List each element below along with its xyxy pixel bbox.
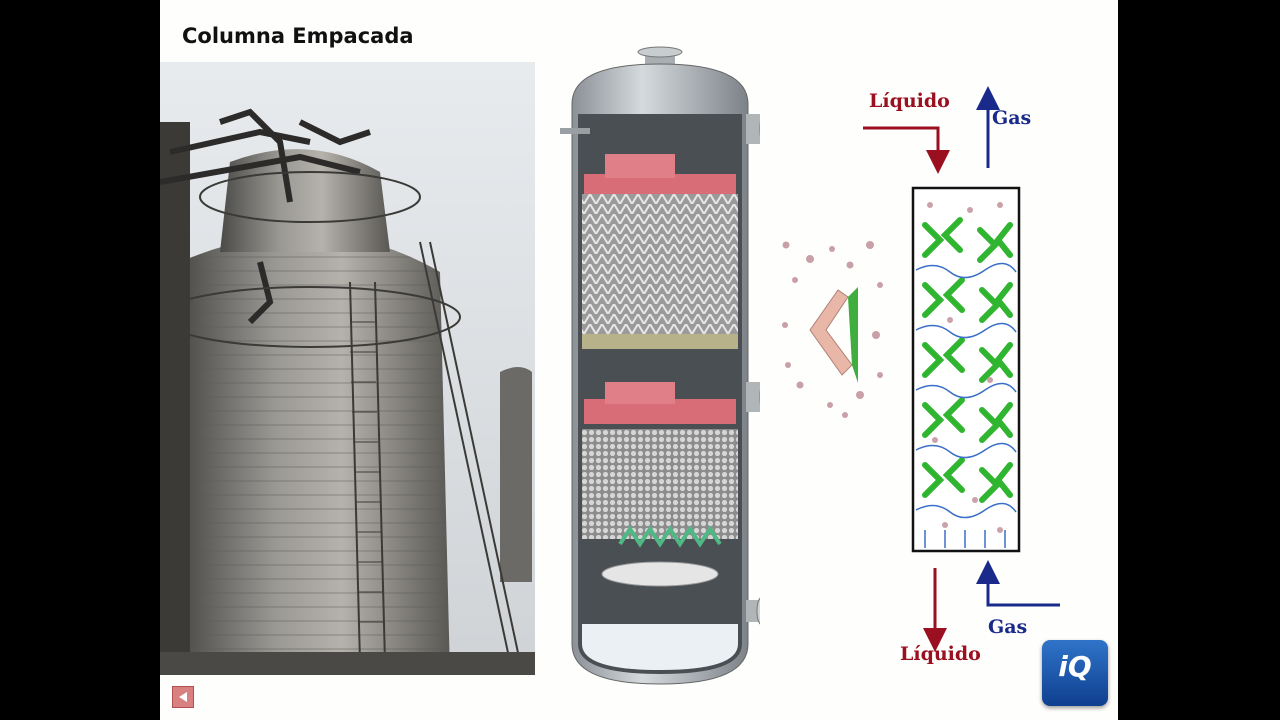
packing-element-illustration [782,241,883,418]
back-arrow-icon [179,692,187,702]
iq-logo: iQ [1042,640,1108,706]
liquid-inlet-label: Líquido [869,90,950,112]
industrial-column-photo [160,62,535,675]
liquid-outlet-label: Líquido [900,643,981,665]
gas-inlet-arrow [976,560,1060,607]
gas-inlet-label: Gas [988,616,1028,638]
packed-column-cutaway [560,46,760,685]
gas-outlet-label: Gas [992,107,1032,129]
slide-title: Columna Empacada [182,24,414,48]
back-button[interactable] [172,686,194,708]
flow-diagram [863,86,1060,652]
logo-text: iQ [1058,650,1092,683]
slide: Columna Empacada [160,0,1118,720]
liquid-inlet-arrow [863,126,950,174]
